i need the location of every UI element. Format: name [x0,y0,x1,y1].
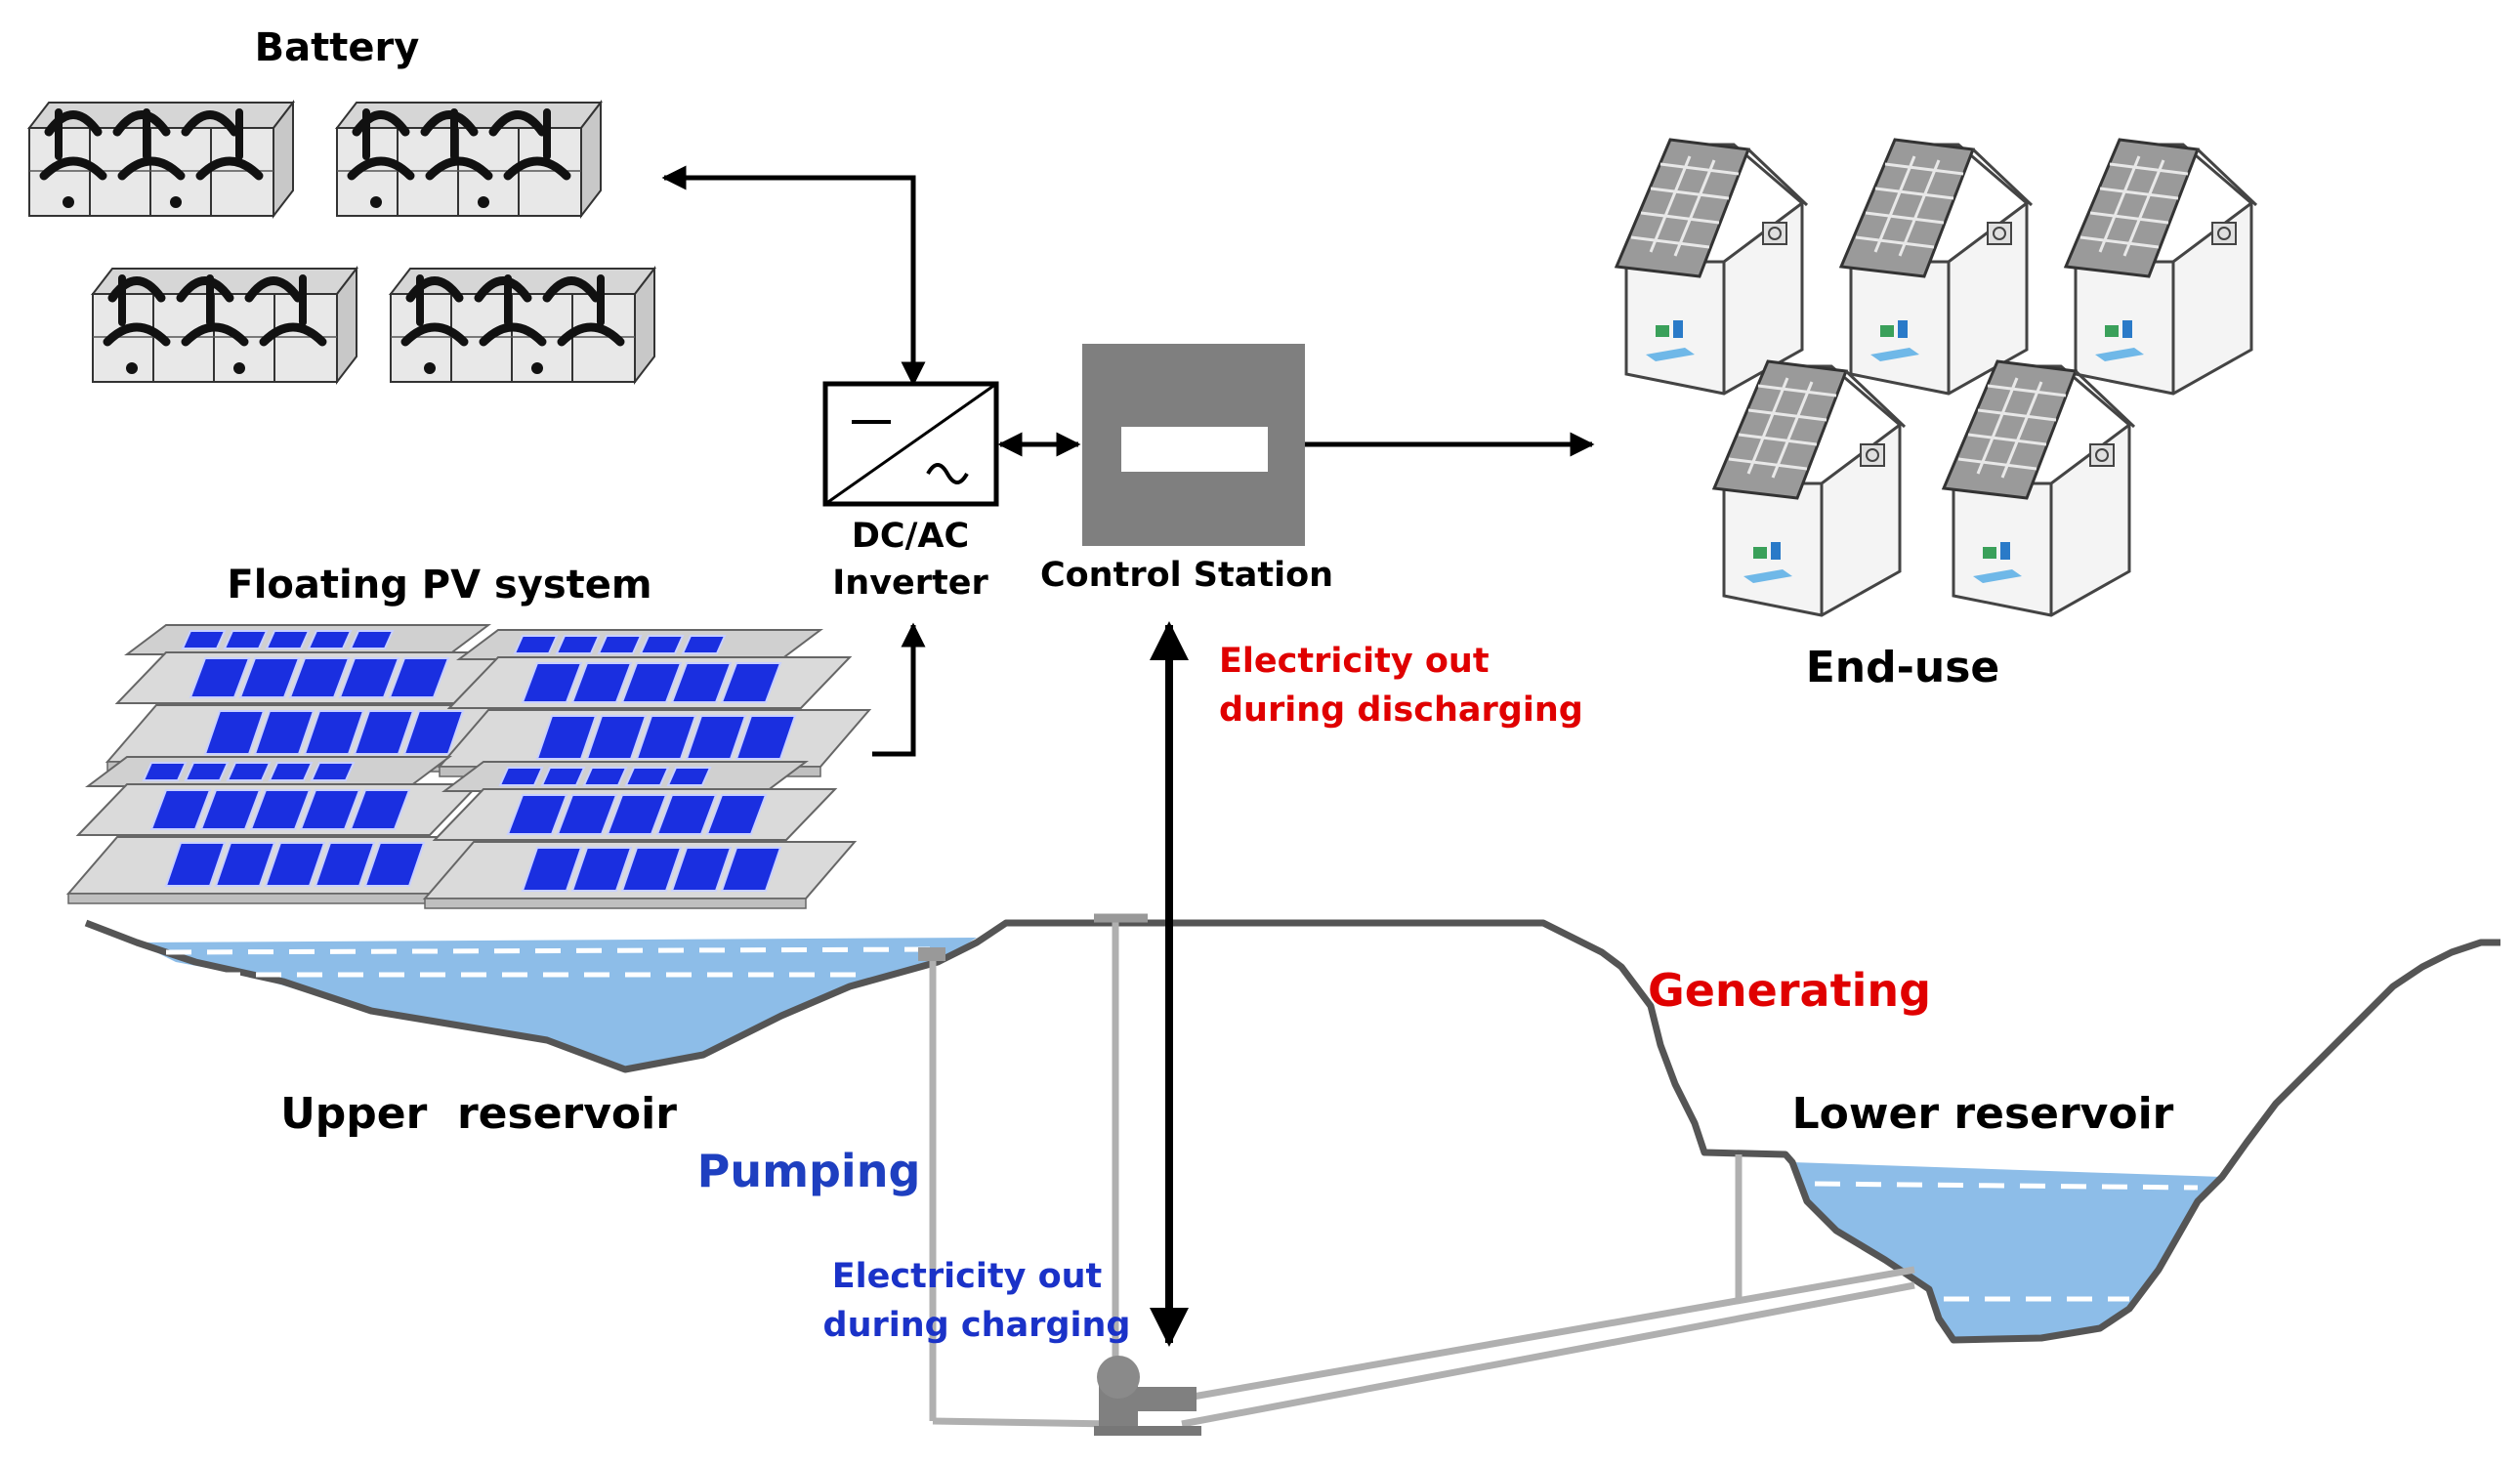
end-use-houses [1615,138,2258,617]
upper-reservoir-label: Upper reservoir [280,1089,677,1139]
lower-reservoir-water [1792,1162,2222,1340]
charging-label-line2: during charging [823,1306,1131,1345]
control-station-label: Control Station [1040,556,1333,595]
pump-icon [1094,1356,1201,1436]
end-use-label: End-use [1806,643,2000,692]
pumping-label: Pumping [697,1145,921,1197]
hydro-section [84,913,2500,1436]
discharging-label-line1: Electricity out [1219,642,1490,681]
discharging-label-line2: during discharging [1219,691,1583,730]
terrain-line [84,919,2500,1344]
lower-reservoir-label: Lower reservoir [1792,1089,2174,1139]
charging-label-line1: Electricity out [832,1257,1103,1296]
penstock-pipes [918,913,1915,1428]
battery-icon [29,103,654,382]
pv-inverter-arrow [872,622,926,757]
inverter-label-line2: Inverter [832,564,988,603]
control-station-icon [1082,344,1305,546]
inverter-label-line1: DC/AC [852,517,969,556]
house-icon [2064,138,2258,396]
house-icon [1942,359,2136,617]
inverter-icon [822,381,999,507]
battery-label: Battery [255,25,420,70]
floating-pv-label: Floating PV system [227,563,651,607]
generating-label: Generating [1648,964,1931,1017]
upper-reservoir-water [137,938,977,1069]
house-icon [1839,138,2034,396]
house-icon [1712,359,1907,617]
floating-pv-icon [67,624,870,909]
house-icon [1615,138,1809,396]
flow-arrows [661,165,1595,1347]
battery-inverter-arrow [661,165,926,387]
